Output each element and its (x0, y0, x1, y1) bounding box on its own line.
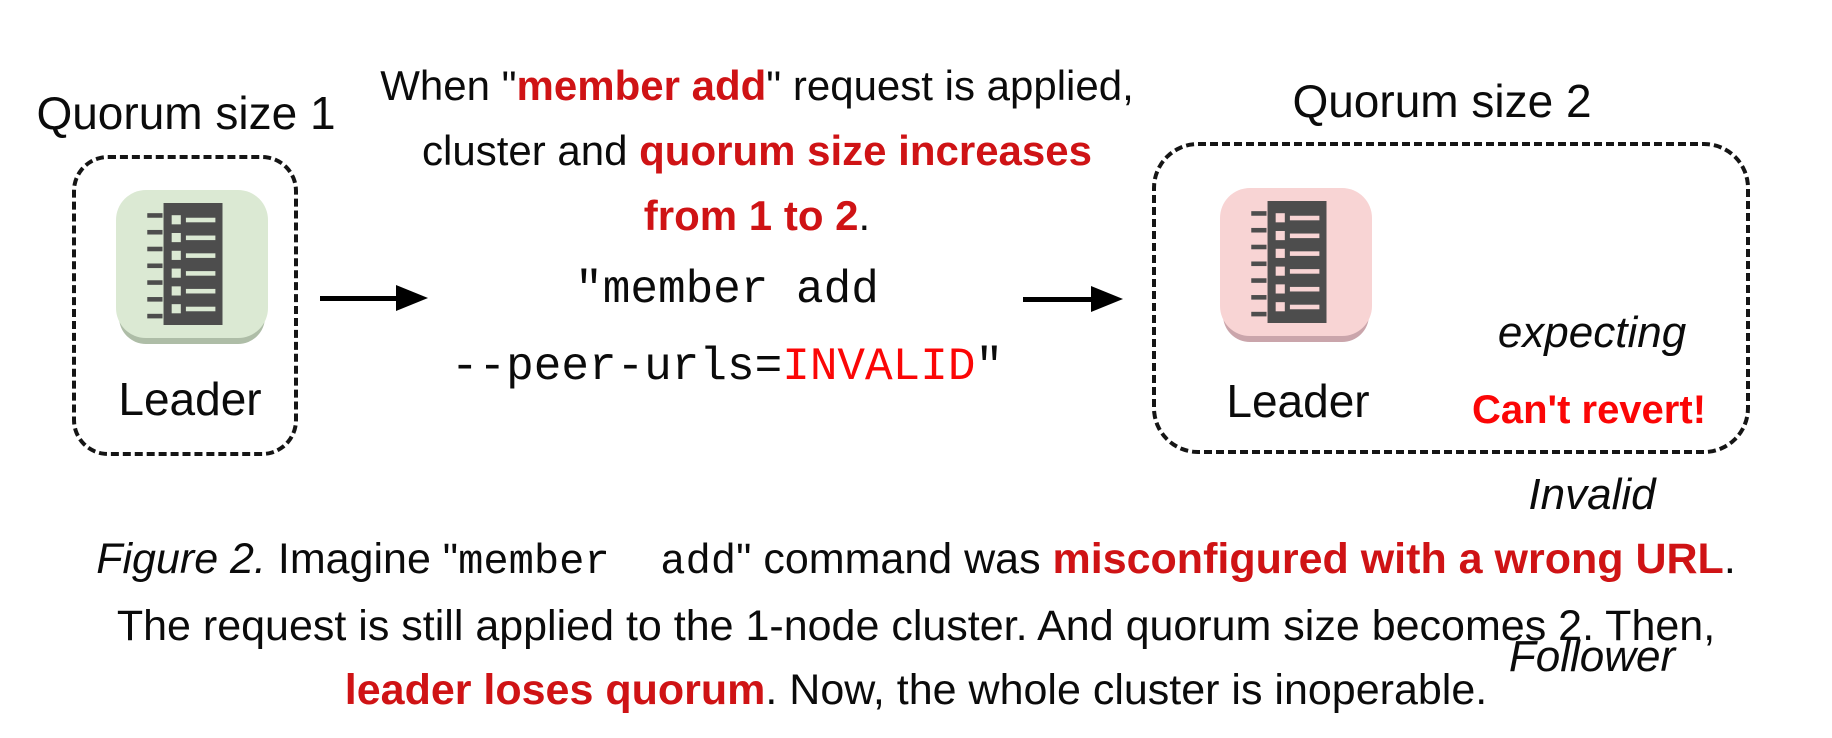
top-note: When "member add" request is applied,clu… (380, 62, 1134, 239)
arrow-shaft (1023, 297, 1101, 302)
command-text: "member add--peer-urls=INVALID" (450, 264, 1004, 393)
expecting-note: expecting Invalid Follower (1498, 198, 1686, 738)
cant-revert-warning: Can't revert! (1471, 388, 1707, 432)
right-cluster-box (1152, 142, 1750, 454)
right-leader-label: Leader (1226, 375, 1370, 427)
left-leader-label: Leader (118, 373, 262, 425)
server-rack-icon (147, 203, 223, 325)
leader-node-pink (1220, 188, 1372, 336)
arrow-head (1091, 286, 1123, 312)
right-cluster-title: Quorum size 2 (1292, 75, 1592, 127)
server-rack-icon (1251, 201, 1327, 323)
right-flow-arrow-icon (1023, 284, 1123, 314)
left-cluster-box (72, 155, 298, 456)
left-cluster-title: Quorum size 1 (36, 87, 336, 139)
expecting-line: Follower (1508, 632, 1676, 681)
arrow-shaft (320, 296, 398, 301)
left-flow-arrow-icon (320, 283, 428, 313)
figure-caption: Figure 2. Imagine "member add" command w… (96, 535, 1736, 714)
arrow-head (396, 285, 428, 311)
leader-node-green (116, 190, 268, 338)
expecting-line: expecting (1497, 308, 1687, 357)
expecting-line: Invalid (1528, 470, 1656, 519)
